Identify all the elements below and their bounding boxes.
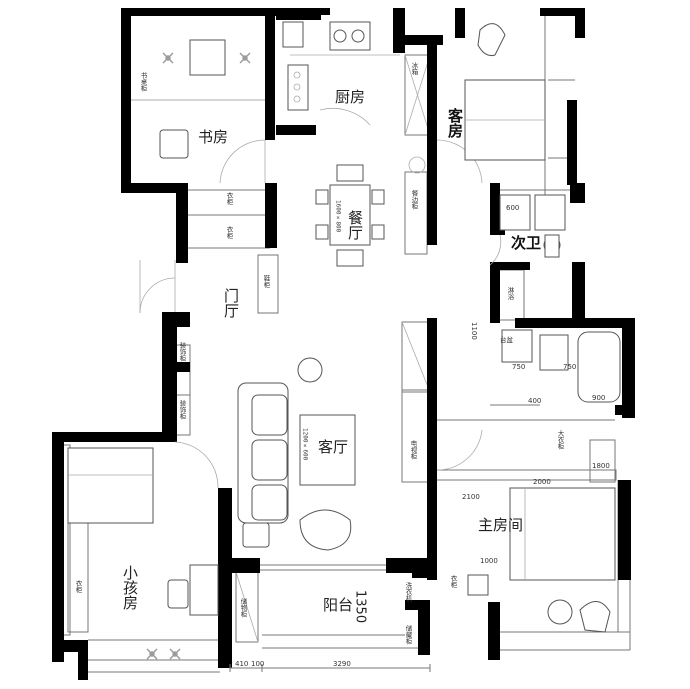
dim-bottom-mid: 100 bbox=[251, 660, 264, 668]
fixture-labels: 书桌柜 衣柜 衣柜 冰箱 餐边柜 鞋柜 装饰柜 装饰柜 电视柜 储物柜 淋浴 台… bbox=[74, 61, 564, 646]
fixture-display-cabinet-1: 装饰柜 bbox=[178, 341, 186, 363]
fixture-closet-master: 衣柜 bbox=[449, 574, 457, 590]
cross-marker-icons bbox=[146, 52, 251, 660]
dim-bottom-total: 3290 bbox=[333, 660, 351, 668]
furniture bbox=[67, 21, 621, 633]
room-label-foyer: 门厅 bbox=[222, 288, 240, 318]
dining-table-size: 1600×800 bbox=[335, 200, 342, 233]
cross-marker-icon bbox=[146, 648, 158, 660]
dim-bottom-left: 410 bbox=[235, 660, 248, 668]
dim-closet-w: 400 bbox=[528, 397, 541, 405]
fixture-fridge: 冰箱 bbox=[410, 61, 418, 77]
room-labels: 书房 厨房 客房 餐厅 1600×800 次卫 门厅 客厅 1200×600 主… bbox=[121, 88, 541, 614]
fixture-study-desk: 书桌柜 bbox=[139, 71, 147, 93]
dim-bath-h: 1100 bbox=[470, 322, 478, 340]
fixture-washing-machine: 洗衣机 bbox=[404, 581, 412, 603]
fixture-shoe-cabinet: 鞋柜 bbox=[262, 274, 270, 290]
room-label-kids-room: 小孩房 bbox=[121, 565, 139, 610]
fixture-wardrobe-2: 衣柜 bbox=[225, 225, 233, 241]
room-label-balcony: 阳台 bbox=[323, 596, 353, 614]
room-label-dining: 餐厅 bbox=[346, 210, 364, 240]
room-label-study: 书房 bbox=[198, 128, 228, 146]
room-label-master-bedroom: 主房间 bbox=[478, 516, 523, 534]
dim-bed-d: 1800 bbox=[592, 462, 610, 470]
fixture-washbasin: 台盆 bbox=[500, 335, 514, 344]
dimension-lines bbox=[229, 664, 431, 672]
dim-bath-a: 600 bbox=[506, 204, 519, 212]
fixture-sideboard: 餐边柜 bbox=[410, 189, 418, 211]
cross-marker-icon bbox=[239, 52, 251, 64]
coffee-table-size: 1200×600 bbox=[302, 428, 309, 461]
dim-bath-d: 900 bbox=[592, 394, 605, 402]
room-label-kitchen: 厨房 bbox=[335, 88, 365, 106]
dim-bath-b: 750 bbox=[512, 363, 525, 371]
cross-marker-icon bbox=[162, 52, 174, 64]
fixture-wardrobe-master: 大衣柜 bbox=[556, 429, 564, 451]
dim-bath-c: 750 bbox=[563, 363, 576, 371]
fixture-tv-cabinet: 电视柜 bbox=[409, 439, 417, 461]
dimension-labels: 1350 410 100 3290 600 750 750 900 2100 2… bbox=[235, 204, 610, 668]
room-label-second-bath: 次卫 bbox=[511, 234, 541, 252]
room-label-living: 客厅 bbox=[318, 438, 348, 456]
cross-marker-icon bbox=[169, 648, 181, 660]
dim-bed-b: 2000 bbox=[533, 478, 551, 486]
fixture-dryer-cabinet: 储藏柜 bbox=[404, 624, 412, 646]
walls bbox=[52, 8, 635, 680]
fixture-wardrobe-1: 衣柜 bbox=[225, 191, 233, 207]
dim-balcony-width: 1350 bbox=[353, 590, 368, 623]
fixture-display-cabinet-2: 装饰柜 bbox=[178, 399, 186, 421]
thin-lines bbox=[61, 14, 631, 673]
dim-bed-a: 2100 bbox=[462, 493, 480, 501]
dim-bed-c: 1000 bbox=[480, 557, 498, 565]
fixture-wardrobe-kids: 衣柜 bbox=[74, 579, 82, 595]
fixture-shower: 淋浴 bbox=[506, 286, 514, 302]
room-label-guest-bedroom: 客房 bbox=[446, 107, 464, 139]
fixture-storage-cabinet: 储物柜 bbox=[239, 597, 247, 619]
